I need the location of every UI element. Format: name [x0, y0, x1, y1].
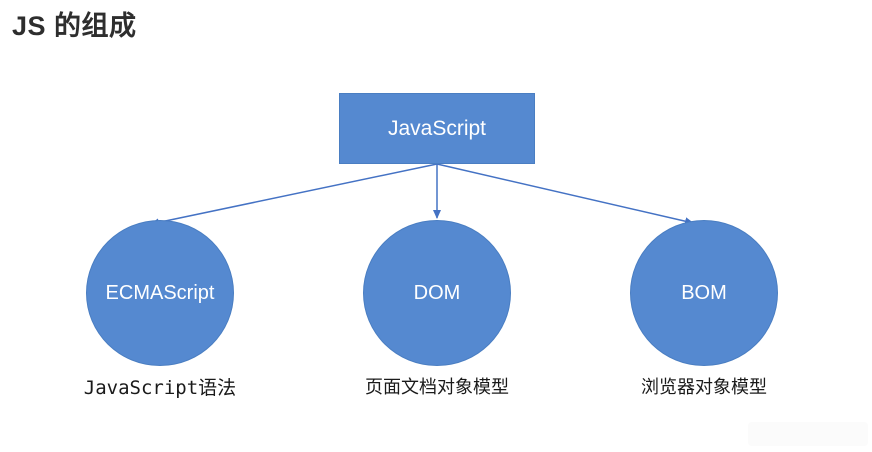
- watermark: [748, 422, 868, 446]
- node-javascript: JavaScript: [339, 93, 535, 164]
- node-bom-label: BOM: [681, 281, 727, 304]
- caption-dom: 页面文档对象模型: [365, 377, 509, 397]
- node-bom: BOM: [630, 220, 778, 366]
- arrow-to-bom: [436, 163, 694, 226]
- caption-ecmascript: JavaScript语法: [83, 377, 237, 399]
- node-ecmascript-label: ECMAScript: [105, 281, 215, 304]
- node-javascript-label: JavaScript: [387, 116, 487, 140]
- caption-bom: 浏览器对象模型: [641, 377, 767, 397]
- node-dom-label: DOM: [413, 281, 461, 304]
- page-title: JS 的组成: [12, 11, 137, 41]
- node-ecmascript: ECMAScript: [86, 220, 234, 366]
- arrow-to-ecmascript: [150, 163, 438, 227]
- node-dom: DOM: [363, 220, 511, 366]
